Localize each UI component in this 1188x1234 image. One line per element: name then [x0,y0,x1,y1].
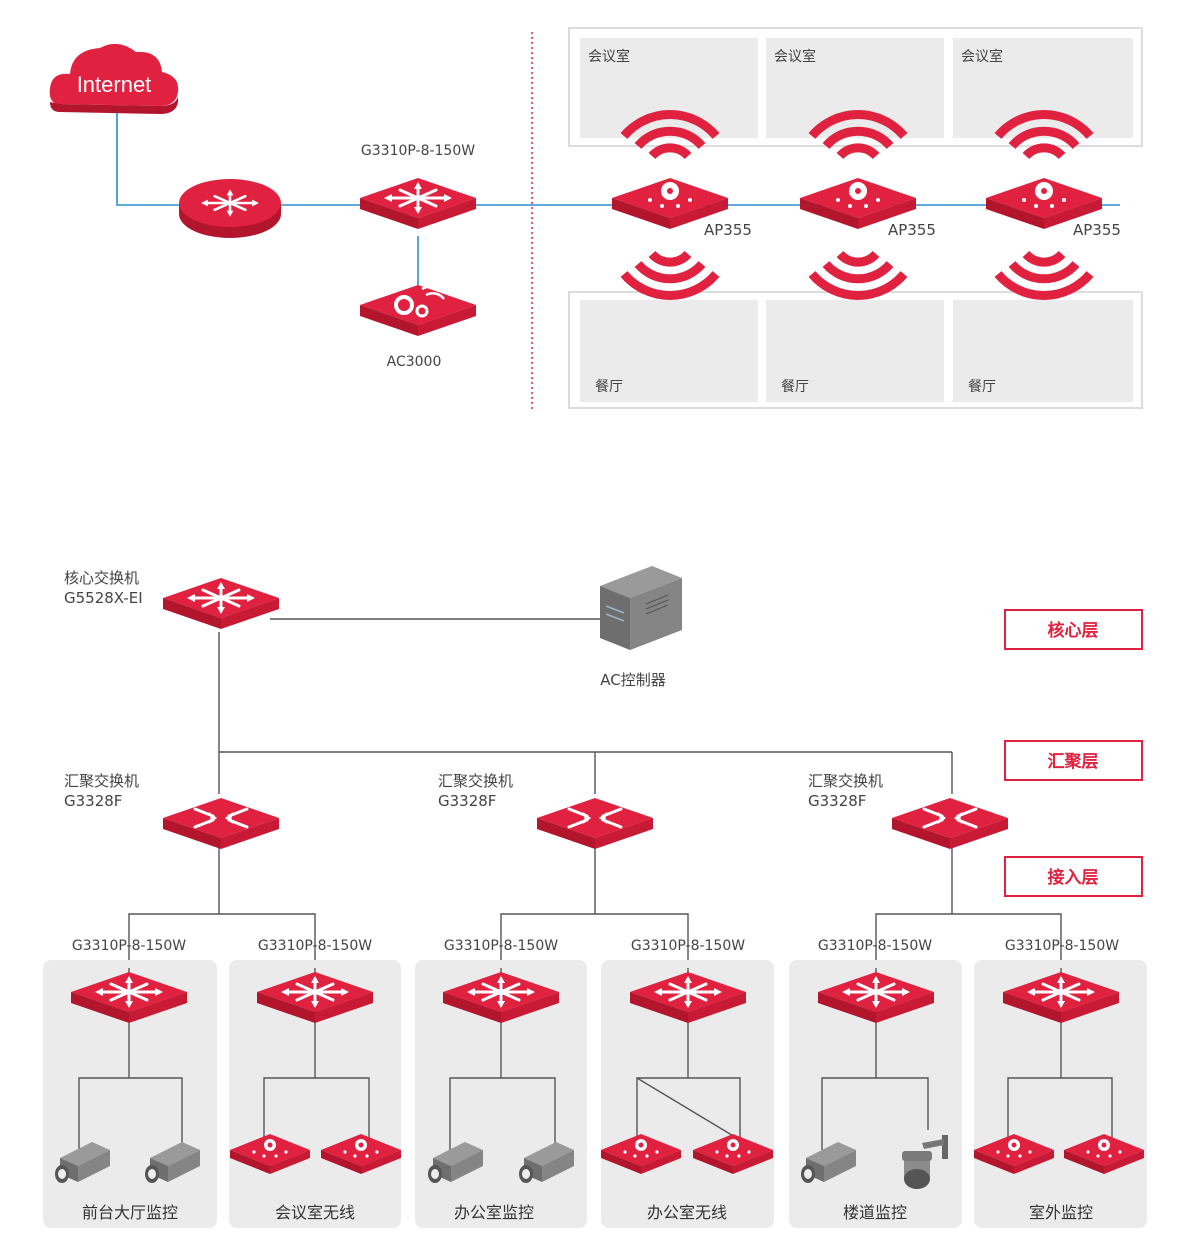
layer-label-aggregation: 汇聚层 [1048,752,1099,772]
room-label: 会议室 [588,48,630,65]
layer-label-access: 接入层 [1048,867,1099,888]
room-label: 会议室 [774,48,816,65]
room-label: 餐厅 [968,379,996,395]
access-model-label: G3310P-8-150W [258,938,372,954]
aggregation-switch-icon [892,798,1008,849]
aggregation-title: 汇聚交换机 [438,772,513,790]
aggregation-model: G3328F [808,792,866,810]
device-links [78,968,1113,1150]
ap-model-label: AP355 [888,221,936,239]
aggregation-title: 汇聚交换机 [64,772,139,790]
access-group-label: 会议室无线 [275,1203,355,1222]
access-model-label: G3310P-8-150W [444,938,558,954]
topology-diagram: 核心交换机 G5528X-EI AC控制器 核心层 汇聚层 接入层 汇聚交换机 … [43,566,1147,1228]
ac-controller-icon [360,285,476,336]
router-icon [179,179,281,238]
ap-3 [986,115,1102,296]
access-group-label: 办公室监控 [454,1203,534,1222]
ac-model-label: AC3000 [387,354,442,370]
wifi-down-icon [624,254,716,295]
access-group-label: 楼道监控 [843,1203,907,1222]
room-panel [953,300,1133,402]
core-switch-icon [163,578,279,629]
room-panel [580,300,758,402]
access-group-label: 办公室无线 [647,1203,727,1222]
room-label: 餐厅 [781,379,809,395]
core-model: G5528X-EI [64,589,143,607]
layer-badge-access [1004,856,1143,897]
server-icon [600,566,682,650]
aggregation-model: G3328F [438,792,496,810]
aggregation-switch-icon [163,798,279,849]
room-label: 会议室 [961,48,1003,65]
room-panel [953,38,1133,138]
room-panel [766,38,944,138]
access-model-label: G3310P-8-150W [631,938,745,954]
access-model-label: G3310P-8-150W [72,938,186,954]
access-group-label: 室外监控 [1029,1203,1093,1222]
access-model-label: G3310P-8-150W [818,938,932,954]
switch-icon [360,178,476,229]
access-model-label: G3310P-8-150W [1005,938,1119,954]
ap-1 [612,115,728,296]
layer-badge-aggregation [1004,740,1143,781]
wifi-down-icon [998,254,1090,295]
layer-label-core: 核心层 [1048,620,1099,641]
wifi-down-icon [812,254,904,295]
aggregation-title: 汇聚交换机 [808,772,883,790]
room-label: 餐厅 [595,379,623,395]
access-group-label: 前台大厅监控 [82,1203,178,1222]
core-title: 核心交换机 [64,569,139,587]
switch-model-label: G3310P-8-150W [361,143,475,159]
wireless-overview: 会议室 会议室 会议室 餐厅 餐厅 餐厅 Internet G [49,27,1143,410]
controller-label: AC控制器 [600,671,665,689]
ap-model-label: AP355 [1073,221,1121,239]
link-internet-router [116,112,180,206]
internet-label: Internet [77,72,152,97]
room-panel [766,300,944,402]
aggregation-model: G3328F [64,792,122,810]
room-panel [580,38,758,138]
access-links [128,848,1062,968]
internet-cloud-icon [49,43,179,114]
ap-model-label: AP355 [704,221,752,239]
aggregation-switch-icon [537,798,653,849]
ap-2 [800,115,916,296]
layer-badge-core [1004,609,1143,650]
